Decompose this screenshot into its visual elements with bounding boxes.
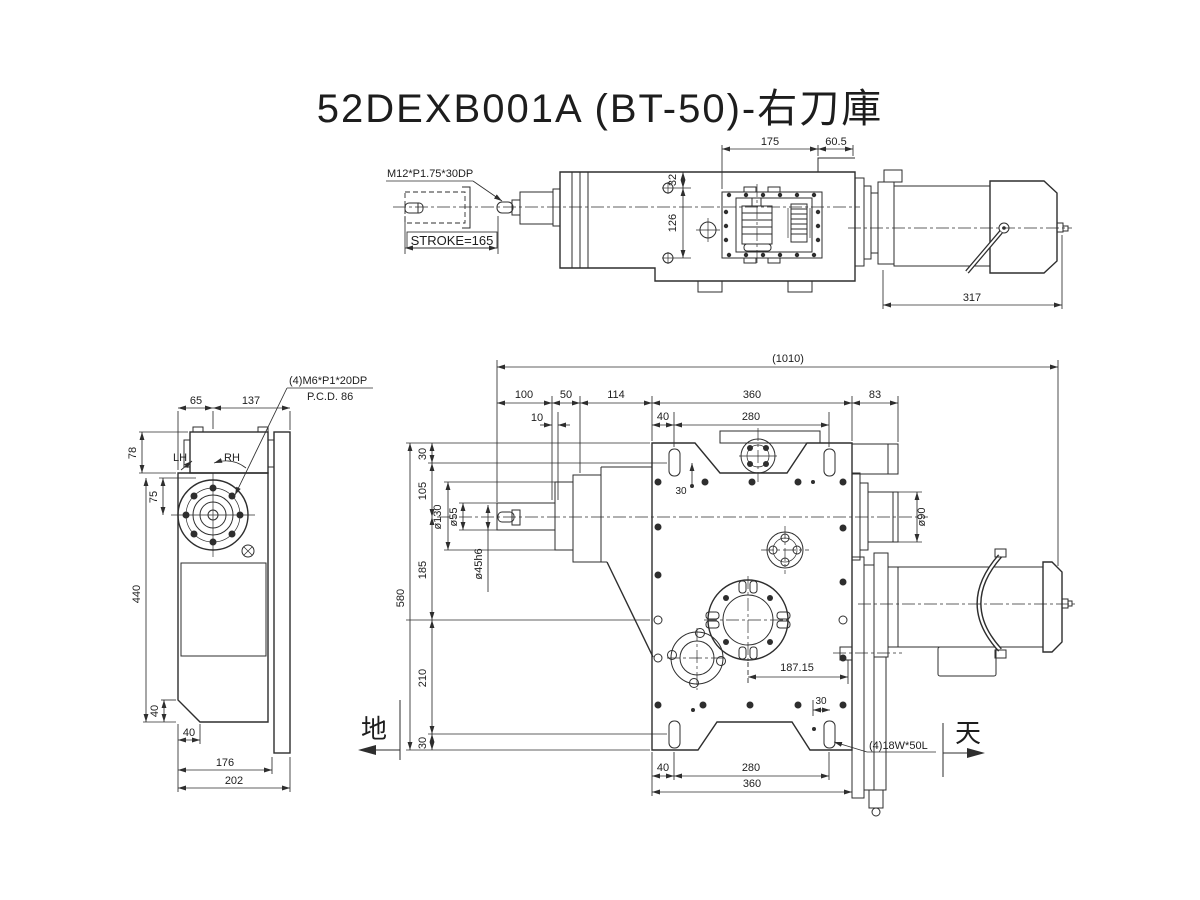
dim-40-bottom: 40 (657, 762, 669, 774)
dim-30-slot-bottom: 30 (815, 696, 827, 707)
pcd-note: P.C.D. 86 (307, 391, 353, 403)
drawing-title: 52DEXB001A (BT-50)-右刀庫 (317, 87, 883, 131)
dim-65: 65 (190, 395, 202, 407)
dim-30-top: 30 (417, 448, 429, 460)
dim-overall-1010: (1010) (772, 353, 804, 365)
dim-78: 78 (127, 447, 139, 459)
retracted-stroke-outline (404, 191, 466, 224)
front-view: (1010) 100 50 114 360 83 10 40 28 (395, 353, 1076, 817)
bolt-note: (4)M6*P1*20DP (289, 375, 367, 387)
front-view-tool-pot-circle (704, 576, 792, 664)
dim-30-slot-top: 30 (675, 486, 687, 497)
sky-label: 天 (955, 718, 981, 748)
dim-280-bottom: 280 (742, 762, 760, 774)
top-view-motor (848, 169, 1072, 274)
dim-317: 317 (963, 292, 981, 304)
top-view-position-marks (662, 182, 720, 264)
ground-label: 地 (361, 714, 387, 744)
slot-note: (4)18W*50L (869, 740, 928, 752)
top-view-dimensions: M12*P1.75*30DP STROKE=165 175 60.5 32 12… (386, 136, 1063, 309)
dim-50: 50 (560, 389, 572, 401)
top-view: M12*P1.75*30DP STROKE=165 175 60.5 32 12… (386, 136, 1072, 309)
dim-10: 10 (531, 412, 543, 424)
stroke-note: STROKE=165 (411, 233, 494, 248)
front-view-right-boss (851, 443, 899, 561)
dim-137: 137 (242, 395, 260, 407)
front-view-bottom-dimensions: 40 280 360 (651, 752, 853, 796)
top-view-spindle-shaft (393, 186, 860, 229)
dim-360-top: 360 (743, 389, 761, 401)
front-view-left-dimensions: 580 30 105 185 210 30 ø130 ø55 ø45h6 (395, 442, 667, 751)
top-view-gear-plate (721, 184, 823, 266)
front-view-motor (858, 548, 1076, 677)
front-view-top-flange (739, 428, 777, 482)
dim-187-15: 187.15 (780, 662, 814, 674)
side-view: LH RH (4)M6*P1*20DP P.C.D. 86 65 137 78 (127, 375, 373, 792)
top-view-housing (559, 157, 856, 293)
dim-30-bottom: 30 (417, 737, 429, 749)
front-view-spindle-assembly (437, 466, 928, 658)
dim-176: 176 (216, 757, 234, 769)
dim-75: 75 (148, 491, 160, 503)
dim-dia-90: ø90 (916, 508, 928, 527)
front-view-mid-flange (761, 526, 809, 574)
dim-175: 175 (761, 136, 779, 148)
side-view-body (177, 426, 291, 754)
dim-100: 100 (515, 389, 533, 401)
dim-40-horizontal: 40 (183, 727, 195, 739)
front-view-slot-dimensions: 30 30 (4)18W*50L (675, 463, 936, 753)
dim-40-top: 40 (657, 411, 669, 423)
dim-185: 185 (417, 561, 429, 579)
dim-202: 202 (225, 775, 243, 787)
dim-360-bottom: 360 (743, 778, 761, 790)
front-view-top-dimensions: (1010) 100 50 114 360 83 10 40 28 (496, 353, 1059, 566)
side-view-bolt-note: (4)M6*P1*20DP P.C.D. 86 (234, 375, 373, 496)
thread-note: M12*P1.75*30DP (387, 168, 473, 180)
front-view-lower-flange (667, 628, 727, 690)
dim-580: 580 (395, 589, 407, 607)
label-rh: RH (224, 452, 240, 464)
ground-arrow (358, 745, 376, 755)
side-view-dimensions: 65 137 78 75 440 40 40 176 202 (127, 395, 291, 792)
front-view-gearbox (833, 552, 902, 817)
side-view-flange (171, 473, 255, 558)
dim-440: 440 (131, 585, 143, 603)
orientation-sky: 天 (942, 718, 985, 777)
dim-105: 105 (417, 482, 429, 500)
dim-dia-130: ø130 (432, 504, 444, 529)
dim-83: 83 (869, 389, 881, 401)
label-lh: LH (173, 452, 187, 464)
dim-126: 126 (667, 214, 679, 232)
dim-280-top: 280 (742, 411, 760, 423)
side-view-rotation-labels: LH RH (173, 452, 247, 471)
dim-dia-45h6: ø45h6 (473, 548, 485, 579)
sky-arrow (967, 748, 985, 758)
dim-60-5: 60.5 (825, 136, 846, 148)
dim-40-vertical: 40 (149, 705, 161, 717)
dim-114: 114 (607, 389, 625, 401)
dim-210: 210 (417, 669, 429, 687)
dim-32: 32 (667, 174, 679, 186)
front-view-right-dimensions: ø90 187.15 (747, 491, 928, 684)
orientation-ground: 地 (358, 700, 401, 760)
dim-dia-55: ø55 (448, 508, 460, 527)
